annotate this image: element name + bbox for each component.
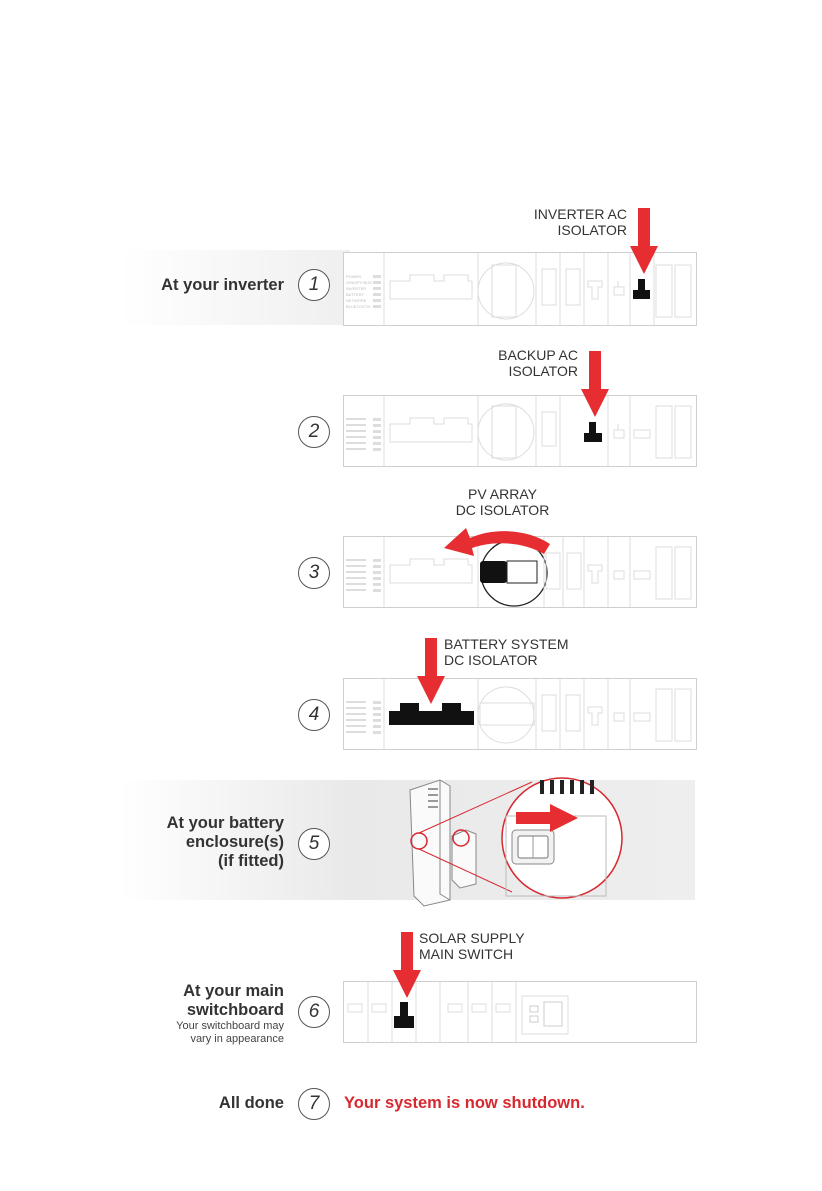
inverter-panel-1: POWER GRID/PV BUS INVERTER BATTERY NETWO… — [343, 252, 697, 326]
inverter-panel-4-drawing — [346, 679, 692, 749]
step-2-callout-line2: ISOLATOR — [508, 363, 578, 379]
step-1-arrow — [630, 208, 658, 274]
led-label-inverter: INVERTER — [346, 286, 366, 291]
step-7-number: 7 — [298, 1088, 330, 1120]
step-6-callout: SOLAR SUPPLY MAIN SWITCH — [419, 930, 569, 962]
step-6-location: At your main switchboard Your switchboar… — [176, 982, 284, 1046]
step-5-arrow — [516, 804, 578, 832]
inverter-ac-isolator-switch — [633, 279, 650, 299]
step-6-sublabel-line2: vary in appearance — [190, 1033, 284, 1045]
led-label-power: POWER — [346, 274, 361, 279]
inverter-panel-2-drawing — [346, 396, 692, 466]
step-7-location: All done — [218, 1094, 284, 1112]
step-5-location-line2: enclosure(s) — [185, 833, 284, 851]
led-label-battery: BATTERY — [346, 292, 364, 297]
enclosure-switch-zoom — [501, 777, 623, 899]
led-label-network: NETWORK — [346, 298, 367, 303]
solar-supply-main-switch — [394, 1002, 414, 1028]
step-6-sublabel-line1: Your switchboard may — [176, 1020, 284, 1032]
step-4-callout: BATTERY SYSTEM DC ISOLATOR — [444, 636, 604, 668]
step-6-callout-line2: MAIN SWITCH — [419, 946, 514, 962]
inverter-panel-1-drawing: POWER GRID/PV BUS INVERTER BATTERY NETWO… — [346, 253, 692, 325]
step-2-callout: BACKUP AC ISOLATOR — [470, 347, 578, 379]
step-6-callout-line1: SOLAR SUPPLY — [419, 930, 525, 946]
step-4-callout-line2: DC ISOLATOR — [444, 652, 538, 668]
step-4-callout-line1: BATTERY SYSTEM — [444, 636, 569, 652]
step-2-number: 2 — [298, 416, 330, 448]
step-1-location: At your inverter — [161, 276, 284, 294]
step-3-callout: PV ARRAY DC ISOLATOR — [440, 486, 565, 518]
step-3-rotate-arrow — [444, 528, 550, 556]
battery-enclosure-tall — [409, 779, 451, 907]
step-1-callout-line2: ISOLATOR — [557, 222, 627, 238]
step-3-number: 3 — [298, 557, 330, 589]
step-5-location-line3: (if fitted) — [218, 852, 284, 870]
step-2-callout-line1: BACKUP AC — [498, 347, 578, 363]
step-5-location: At your battery enclosure(s) (if fitted) — [167, 814, 284, 871]
shutdown-complete-message: Your system is now shutdown. — [344, 1094, 585, 1112]
step-1-number: 1 — [298, 269, 330, 301]
pv-isolator-outline — [477, 262, 535, 320]
inverter-panel-3 — [343, 536, 697, 608]
step-5-number: 5 — [298, 828, 330, 860]
switchboard-panel — [343, 981, 697, 1043]
switchboard-drawing — [347, 982, 569, 1042]
step-4-arrow — [417, 638, 445, 704]
inverter-panel-3-drawing — [346, 537, 692, 607]
step-1-callout: INVERTER AC ISOLATOR — [500, 206, 627, 238]
step-6-number: 6 — [298, 996, 330, 1028]
enclosure-switch-highlight-2 — [452, 829, 470, 847]
inverter-panel-2 — [343, 395, 697, 467]
battery-system-dc-isolator-switch — [389, 703, 474, 725]
step-5-location-line1: At your battery — [166, 814, 284, 832]
step-2-arrow — [581, 351, 609, 417]
battery-isolator-outline — [389, 274, 473, 300]
battery-enclosure-illustration — [409, 777, 623, 907]
led-label-bluetooth: BLUETOOTH — [346, 304, 370, 309]
inverter-panel-4 — [343, 678, 697, 750]
step-6-arrow — [393, 932, 421, 998]
led-label-grid: GRID/PV BUS — [346, 280, 372, 285]
step-3-callout-line2: DC ISOLATOR — [455, 502, 550, 518]
led-labels: POWER GRID/PV BUS INVERTER BATTERY NETWO… — [346, 274, 372, 309]
pv-array-dc-isolator-handle — [480, 561, 507, 583]
backup-ac-isolator-switch — [584, 422, 602, 442]
step-1-callout-line1: INVERTER AC — [533, 206, 627, 222]
step-3-callout-line1: PV ARRAY — [468, 486, 537, 502]
battery-enclosure-small — [451, 829, 477, 889]
step-4-number: 4 — [298, 699, 330, 731]
step-6-location-line1: At your main — [183, 982, 284, 1000]
step-6-location-line2: switchboard — [186, 1001, 284, 1019]
